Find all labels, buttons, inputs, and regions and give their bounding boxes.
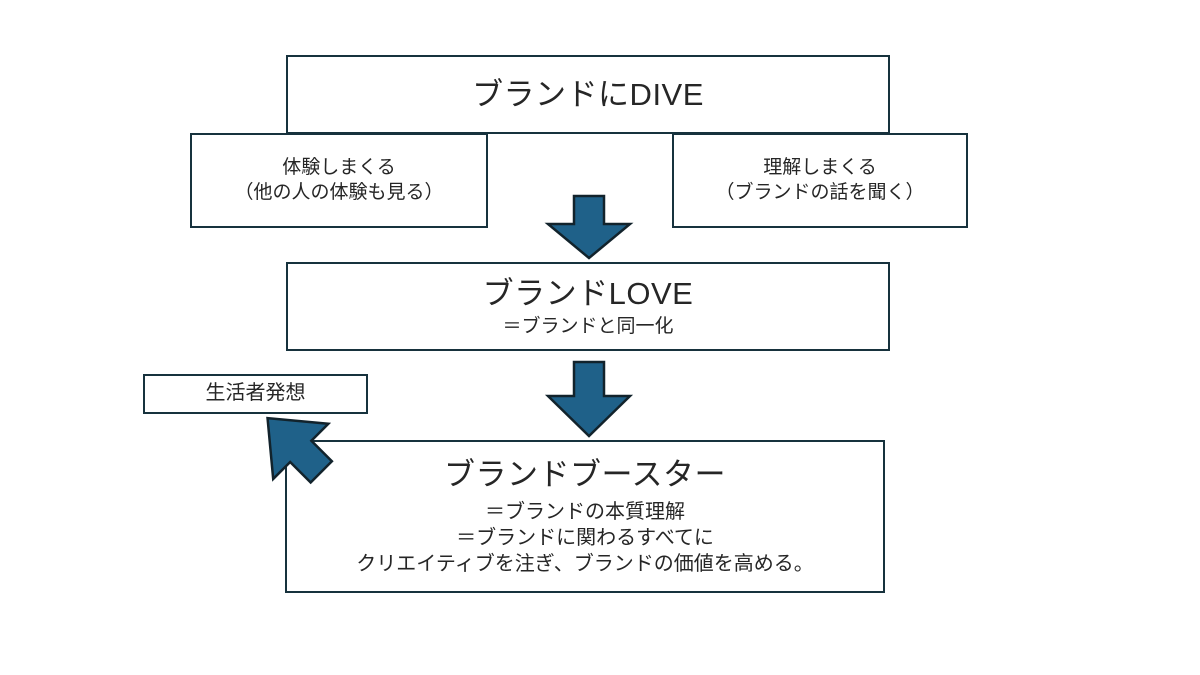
- node-seikatsusha-hasso-label: 生活者発想: [205, 382, 306, 405]
- node-experience-line2: （他の人の体験も見る）: [234, 181, 444, 203]
- node-understand[interactable]: 理解しまくる （ブランドの話を聞く）: [672, 133, 968, 228]
- node-experience-line1: 体験しまくる: [282, 157, 396, 179]
- node-brand-booster-sub-line3: クリエイティブを注ぎ、ブランドの価値を高める。: [356, 553, 814, 576]
- node-brand-love-sub: ＝ブランドと同一化: [502, 316, 674, 338]
- node-brand-booster-sub-line2: ＝ブランドに関わるすべてに: [456, 527, 714, 550]
- down-block-arrow-icon: [544, 194, 634, 260]
- node-experience[interactable]: 体験しまくる （他の人の体験も見る）: [190, 133, 488, 228]
- node-brand-love[interactable]: ブランドLOVE ＝ブランドと同一化: [286, 262, 890, 351]
- node-brand-booster[interactable]: ブランドブースター ＝ブランドの本質理解 ＝ブランドに関わるすべてに クリエイテ…: [285, 440, 885, 593]
- down-block-arrow-icon: [544, 360, 634, 438]
- node-understand-line1: 理解しまくる: [763, 157, 877, 179]
- node-brand-love-label: ブランドLOVE: [482, 275, 694, 311]
- diagonal-block-arrow-icon: [266, 416, 334, 485]
- node-understand-line2: （ブランドの話を聞く）: [715, 181, 925, 203]
- node-brand-dive-label: ブランドにDIVE: [472, 76, 704, 112]
- node-brand-booster-sub-line1: ＝ブランドの本質理解: [485, 500, 685, 523]
- node-seikatsusha-hasso[interactable]: 生活者発想: [143, 374, 368, 414]
- node-brand-booster-label: ブランドブースター: [444, 457, 726, 492]
- node-brand-dive[interactable]: ブランドにDIVE: [286, 55, 890, 134]
